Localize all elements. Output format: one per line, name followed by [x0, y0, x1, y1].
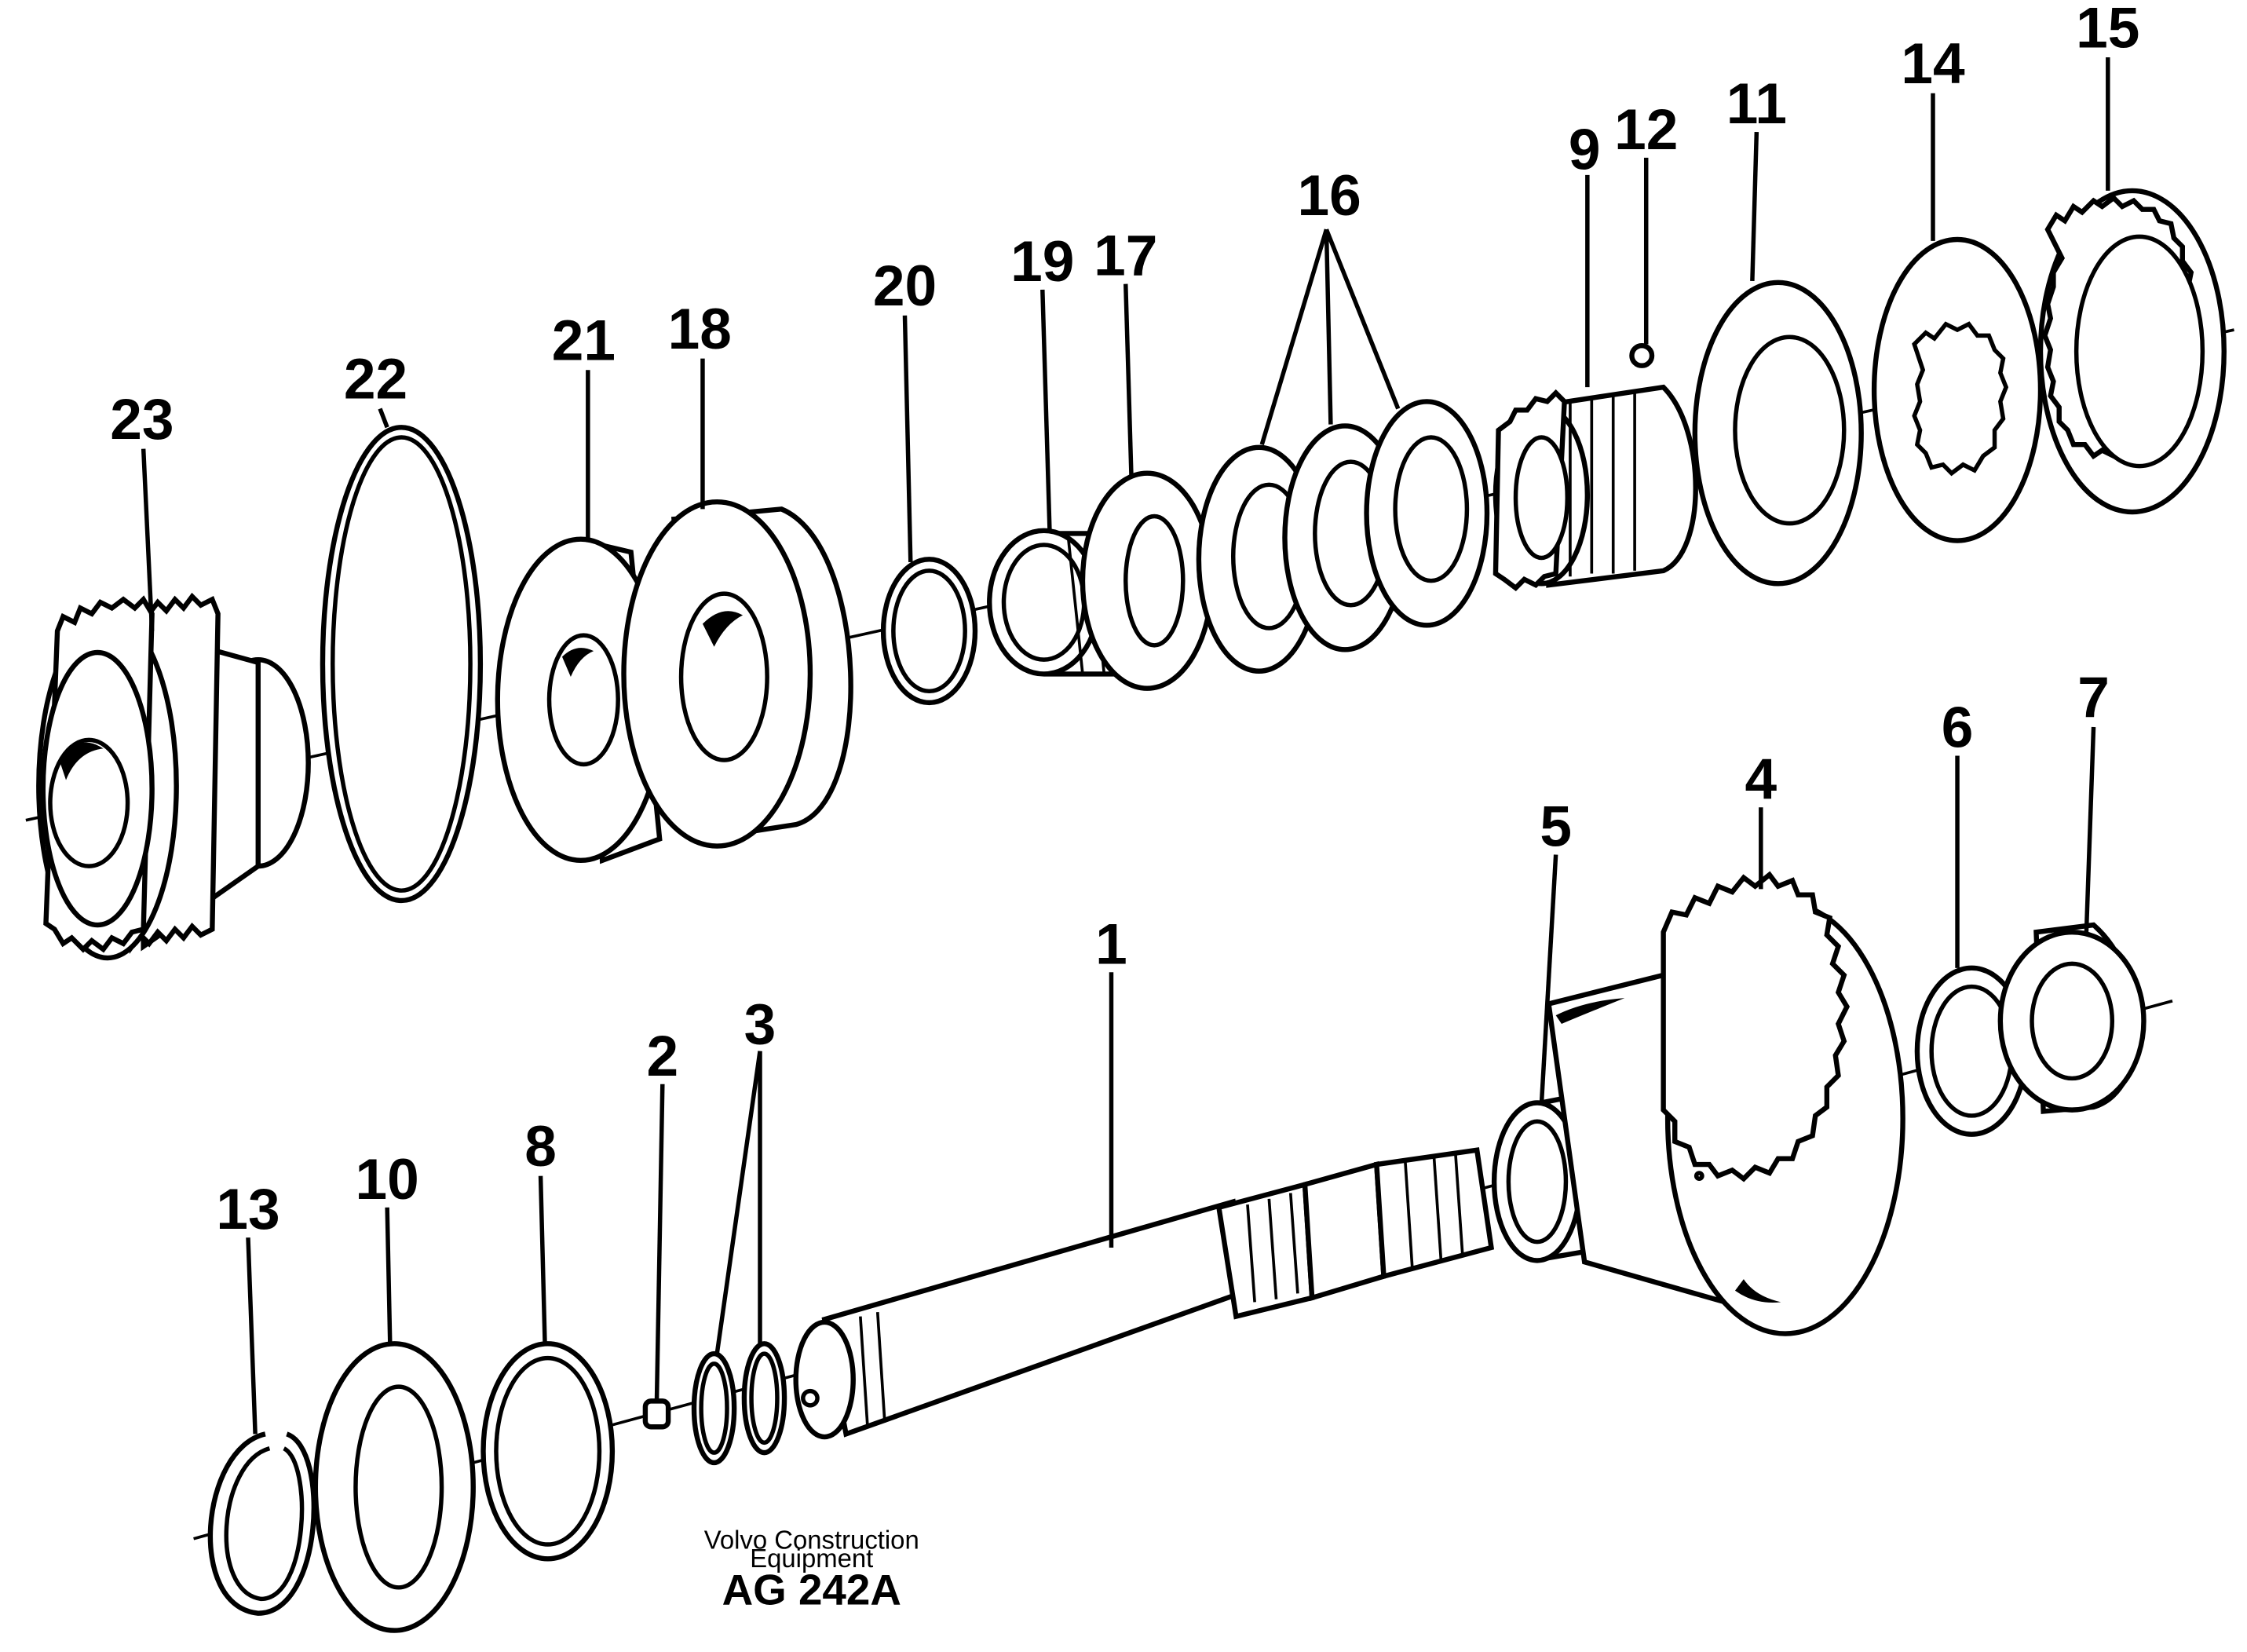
part-7-bearing: [1997, 922, 2147, 1114]
callout-16: 16: [1297, 164, 1361, 228]
part-15-disc: [2037, 188, 2227, 515]
callout-11: 11: [1726, 72, 1787, 136]
part-17-washer: [1080, 470, 1215, 691]
part-14-disc: [1871, 236, 2044, 543]
callout-1: 1: [1095, 912, 1127, 976]
callout-18: 18: [668, 298, 732, 361]
callout-2: 2: [646, 1025, 678, 1088]
part-22-ring: [320, 425, 484, 904]
part-12-ball: [1629, 342, 1655, 368]
part-1-shaft: [793, 1147, 1495, 1440]
callout-9: 9: [1569, 119, 1601, 182]
callout-22: 22: [344, 348, 407, 411]
callout-7: 7: [2077, 666, 2110, 729]
part-13-snap-ring: [207, 1431, 317, 1616]
part-10-washer: [312, 1341, 476, 1633]
callout-17: 17: [1094, 225, 1157, 288]
callout-14: 14: [1901, 32, 1965, 96]
callout-8: 8: [524, 1115, 557, 1179]
part-23-gear: [36, 592, 311, 961]
callout-19: 19: [1010, 230, 1074, 294]
part-6-ring: [1914, 965, 2029, 1137]
callout-4: 4: [1745, 747, 1778, 811]
part-4-gear: [1545, 871, 1905, 1336]
callout-12: 12: [1614, 98, 1678, 162]
part-16-discs: [1196, 399, 1490, 674]
caption-line-1: Volvo Construction: [704, 1525, 919, 1554]
figure-code: AG 242A: [722, 1566, 901, 1614]
part-11-washer: [1692, 280, 1864, 587]
part-2-plug: [642, 1398, 671, 1430]
part-8-ring: [480, 1341, 616, 1562]
callout-13: 13: [216, 1178, 280, 1241]
leader-lines: [141, 57, 2110, 1435]
callout-15: 15: [2076, 0, 2139, 60]
callout-21: 21: [552, 309, 616, 372]
caption-line-2: Equipment: [750, 1544, 873, 1573]
part-3-rings: [691, 1341, 787, 1466]
callout-20: 20: [873, 254, 937, 318]
part-9-bearing: [1493, 384, 1698, 592]
part-20-ring: [880, 557, 978, 706]
part-18-drum: [621, 499, 853, 849]
callout-10: 10: [356, 1148, 419, 1212]
callout-23: 23: [110, 388, 174, 451]
callout-5: 5: [1540, 795, 1572, 859]
callout-3: 3: [744, 993, 776, 1057]
callout-6: 6: [1942, 696, 1974, 760]
